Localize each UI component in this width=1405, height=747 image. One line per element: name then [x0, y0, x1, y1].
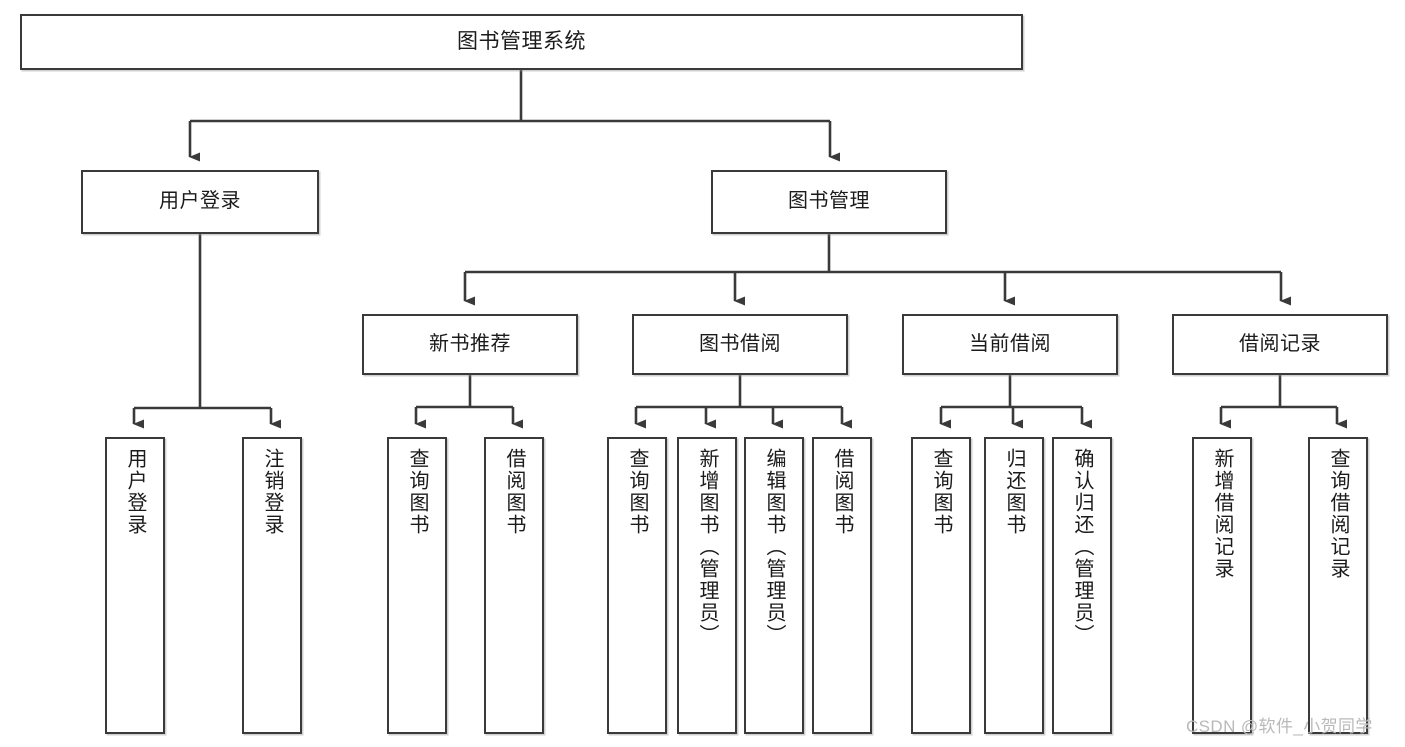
node-leaf-query-book-1[interactable]: 查询图书 [387, 437, 447, 734]
node-leaf-logout-label: 注销登录 [261, 448, 283, 536]
node-new-book-recommend[interactable]: 新书推荐 [362, 314, 578, 375]
node-leaf-query-book-3-label: 查询图书 [930, 448, 952, 536]
node-leaf-edit-book[interactable]: 编辑图书（管理员） [744, 437, 804, 734]
node-leaf-add-record[interactable]: 新增借阅记录 [1192, 437, 1252, 734]
node-leaf-add-book[interactable]: 新增图书（管理员） [677, 437, 737, 734]
node-book-manage[interactable]: 图书管理 [711, 170, 947, 234]
node-leaf-query-book-2-label: 查询图书 [626, 448, 648, 536]
node-borrow-record[interactable]: 借阅记录 [1172, 314, 1388, 375]
node-current-borrow[interactable]: 当前借阅 [902, 314, 1118, 375]
node-leaf-query-record-label: 查询借阅记录 [1327, 448, 1349, 580]
node-leaf-query-book-2[interactable]: 查询图书 [607, 437, 667, 734]
node-leaf-confirm-return[interactable]: 确认归还（管理员） [1052, 437, 1112, 734]
node-leaf-return-book[interactable]: 归还图书 [984, 437, 1044, 734]
node-leaf-borrow-book-2[interactable]: 借阅图书 [812, 437, 872, 734]
node-book-manage-label: 图书管理 [788, 190, 870, 213]
node-current-borrow-label: 当前借阅 [969, 332, 1051, 355]
node-leaf-query-book-3[interactable]: 查询图书 [911, 437, 971, 734]
node-new-book-recommend-label: 新书推荐 [429, 332, 511, 355]
node-leaf-edit-book-label: 编辑图书（管理员） [763, 448, 785, 646]
node-book-borrow[interactable]: 图书借阅 [632, 314, 848, 375]
node-leaf-borrow-book-1[interactable]: 借阅图书 [484, 437, 544, 734]
node-leaf-add-book-label: 新增图书（管理员） [696, 448, 718, 646]
node-root-label: 图书管理系统 [457, 29, 586, 53]
node-leaf-user-login-label: 用户登录 [124, 448, 146, 536]
node-leaf-logout[interactable]: 注销登录 [242, 437, 302, 734]
node-leaf-borrow-book-1-label: 借阅图书 [503, 448, 525, 536]
node-user-login-label: 用户登录 [159, 190, 241, 213]
node-leaf-add-record-label: 新增借阅记录 [1211, 448, 1233, 580]
node-leaf-return-book-label: 归还图书 [1003, 448, 1025, 536]
watermark: CSDN @软件_小贺同学 [1186, 717, 1373, 736]
node-leaf-borrow-book-2-label: 借阅图书 [831, 448, 853, 536]
node-root[interactable]: 图书管理系统 [20, 14, 1023, 70]
node-borrow-record-label: 借阅记录 [1239, 332, 1321, 355]
node-book-borrow-label: 图书借阅 [699, 332, 781, 355]
node-leaf-query-record[interactable]: 查询借阅记录 [1308, 437, 1368, 734]
node-leaf-user-login[interactable]: 用户登录 [105, 437, 165, 734]
node-leaf-confirm-return-label: 确认归还（管理员） [1071, 448, 1093, 646]
node-user-login[interactable]: 用户登录 [81, 170, 319, 234]
node-leaf-query-book-1-label: 查询图书 [406, 448, 428, 536]
